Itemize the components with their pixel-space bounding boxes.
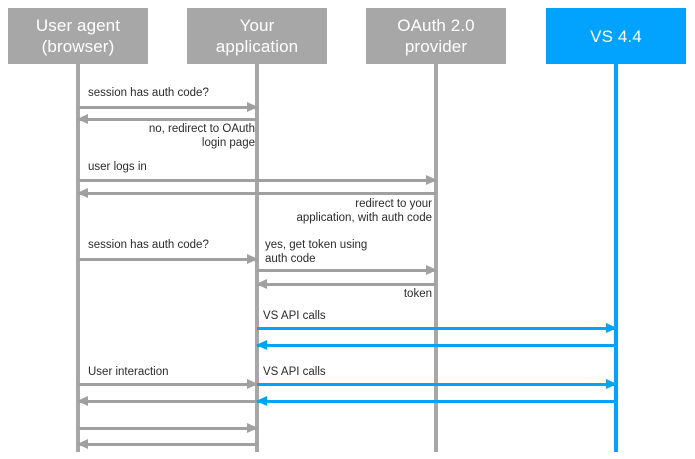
message-label-m8: VS API calls xyxy=(263,310,326,322)
arrowhead-right-icon xyxy=(247,254,258,264)
message-arrow-m10 xyxy=(78,379,258,389)
arrowhead-right-icon xyxy=(606,379,617,389)
message-arrow-m13 xyxy=(256,396,616,406)
arrowhead-right-icon xyxy=(426,175,437,185)
message-arrow-m11 xyxy=(257,379,617,389)
participant-label: User agent (browser) xyxy=(35,16,121,56)
participant-your-app[interactable]: Your application xyxy=(187,8,327,64)
arrowhead-left-icon xyxy=(256,396,267,406)
arrow-shaft xyxy=(257,344,616,347)
arrow-shaft xyxy=(78,106,257,109)
arrow-shaft xyxy=(78,383,257,386)
message-arrow-m1 xyxy=(78,102,258,112)
message-arrow-m9 xyxy=(256,340,616,350)
arrow-shaft xyxy=(78,179,436,182)
arrow-shaft xyxy=(257,283,436,286)
participant-label: VS 4.4 xyxy=(590,26,642,46)
arrowhead-right-icon xyxy=(247,379,258,389)
message-arrow-m6 xyxy=(257,265,437,275)
participant-vs[interactable]: VS 4.4 xyxy=(546,8,686,64)
arrow-shaft xyxy=(257,269,436,272)
arrowhead-right-icon xyxy=(606,323,617,333)
message-arrow-m4 xyxy=(77,188,436,198)
message-arrow-m3 xyxy=(78,175,437,185)
message-label-m10: User interaction xyxy=(88,366,169,378)
arrow-shaft xyxy=(78,443,257,446)
arrowhead-left-icon xyxy=(256,340,267,350)
arrow-shaft xyxy=(78,192,436,195)
participant-user-agent[interactable]: User agent (browser) xyxy=(8,8,148,64)
message-label-m4: redirect to your application, with auth … xyxy=(296,198,432,224)
message-arrow-m14 xyxy=(78,423,258,433)
message-label-m11: VS API calls xyxy=(263,366,326,378)
message-arrow-m15 xyxy=(77,439,257,449)
arrow-shaft xyxy=(78,118,257,121)
arrow-shaft xyxy=(257,327,616,330)
message-label-m1: session has auth code? xyxy=(88,87,209,99)
arrowhead-left-icon xyxy=(77,188,88,198)
message-arrow-m7 xyxy=(256,279,436,289)
arrowhead-left-icon xyxy=(77,396,88,406)
message-arrow-m5 xyxy=(78,254,258,264)
participant-label: Your application xyxy=(215,16,299,56)
message-arrow-m12 xyxy=(77,396,257,406)
arrow-shaft xyxy=(78,400,257,403)
lifeline-vs xyxy=(614,64,618,452)
message-label-m6: yes, get token using auth code xyxy=(265,239,368,265)
participant-oauth[interactable]: OAuth 2.0 provider xyxy=(366,8,506,64)
message-label-m3: user logs in xyxy=(88,161,147,173)
message-label-m7: token xyxy=(403,288,432,300)
lifeline-oauth xyxy=(434,64,438,452)
arrowhead-right-icon xyxy=(247,423,258,433)
arrow-shaft xyxy=(78,427,257,430)
arrowhead-left-icon xyxy=(77,114,88,124)
arrowhead-left-icon xyxy=(256,279,267,289)
arrowhead-left-icon xyxy=(77,439,88,449)
arrowhead-right-icon xyxy=(247,102,258,112)
arrow-shaft xyxy=(257,383,616,386)
message-label-m5: session has auth code? xyxy=(88,239,209,251)
participant-label: OAuth 2.0 provider xyxy=(397,16,475,56)
arrowhead-right-icon xyxy=(426,265,437,275)
message-arrow-m2 xyxy=(77,114,257,124)
message-label-m2: no, redirect to OAuth login page xyxy=(148,123,255,149)
message-arrow-m8 xyxy=(257,323,617,333)
arrow-shaft xyxy=(257,400,616,403)
arrow-shaft xyxy=(78,258,257,261)
